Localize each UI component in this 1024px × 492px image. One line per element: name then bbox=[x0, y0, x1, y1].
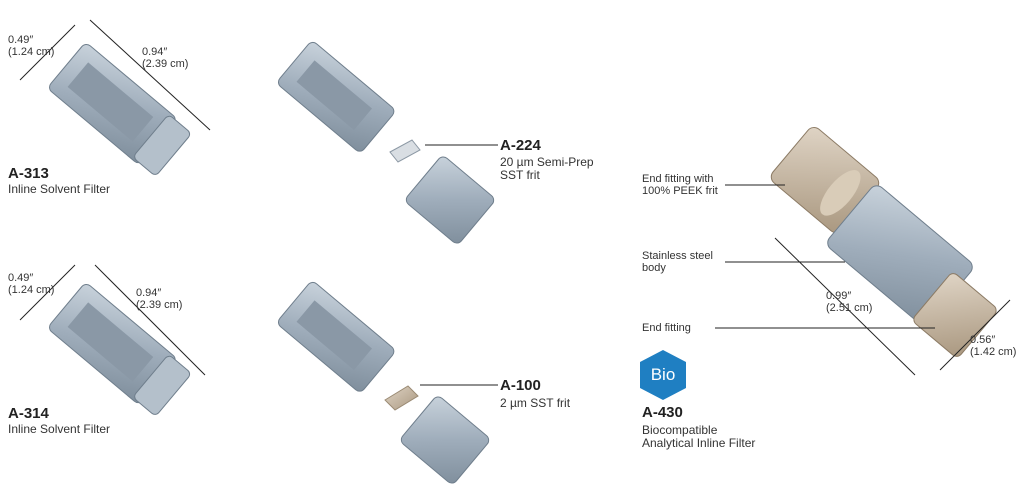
dimension-lines-a314 bbox=[19, 264, 206, 376]
part-number-a100: A-100 bbox=[500, 377, 541, 394]
width-dimension-a430: 0.56″ (1.42 cm) bbox=[970, 334, 1017, 358]
desc-a100: 2 µm SST frit bbox=[500, 396, 571, 410]
filter-a314 bbox=[49, 283, 191, 415]
part-number-a430: A-430 bbox=[642, 404, 683, 421]
end-fitting-a430 bbox=[913, 273, 997, 357]
part-number-a313: A-313 bbox=[8, 165, 49, 182]
part-number-a314: A-314 bbox=[8, 405, 49, 422]
desc-a313: Inline Solvent Filter bbox=[8, 182, 111, 196]
bio-badge-label: Bio bbox=[650, 365, 676, 384]
bio-badge-hexagon bbox=[640, 350, 686, 400]
frit-a224 bbox=[389, 139, 421, 163]
length-dimension-a313: 0.94″ (2.39 cm) bbox=[142, 46, 189, 70]
filter-a224 bbox=[277, 41, 395, 152]
length-dimension-a430: 0.99″ (2.51 cm) bbox=[826, 290, 873, 314]
callout-stainless-steel-body: Stainless steel body bbox=[642, 250, 713, 274]
desc-a314: Inline Solvent Filter bbox=[8, 422, 111, 436]
desc-a430: Biocompatible Analytical Inline Filter bbox=[642, 423, 756, 450]
width-dimension-a314: 0.49″ (1.24 cm) bbox=[8, 272, 55, 296]
dimension-lines-a313 bbox=[19, 19, 211, 131]
callout-end-fitting: End fitting bbox=[642, 322, 691, 334]
filter-a100 bbox=[277, 281, 395, 392]
length-dimension-a314: 0.94″ (2.39 cm) bbox=[136, 287, 183, 311]
filter-a313 bbox=[49, 43, 191, 175]
callout-peek-end-fitting: End fitting with 100% PEEK frit bbox=[642, 173, 718, 197]
frit-a100 bbox=[384, 385, 419, 411]
leaders-a430 bbox=[715, 184, 1011, 376]
desc-a224: 20 µm Semi-Prep SST frit bbox=[500, 155, 594, 182]
end-fitting-a224 bbox=[405, 156, 495, 244]
width-dimension-a313: 0.49″ (1.24 cm) bbox=[8, 34, 55, 58]
part-number-a224: A-224 bbox=[500, 137, 541, 154]
end-fitting-a100 bbox=[400, 396, 490, 484]
